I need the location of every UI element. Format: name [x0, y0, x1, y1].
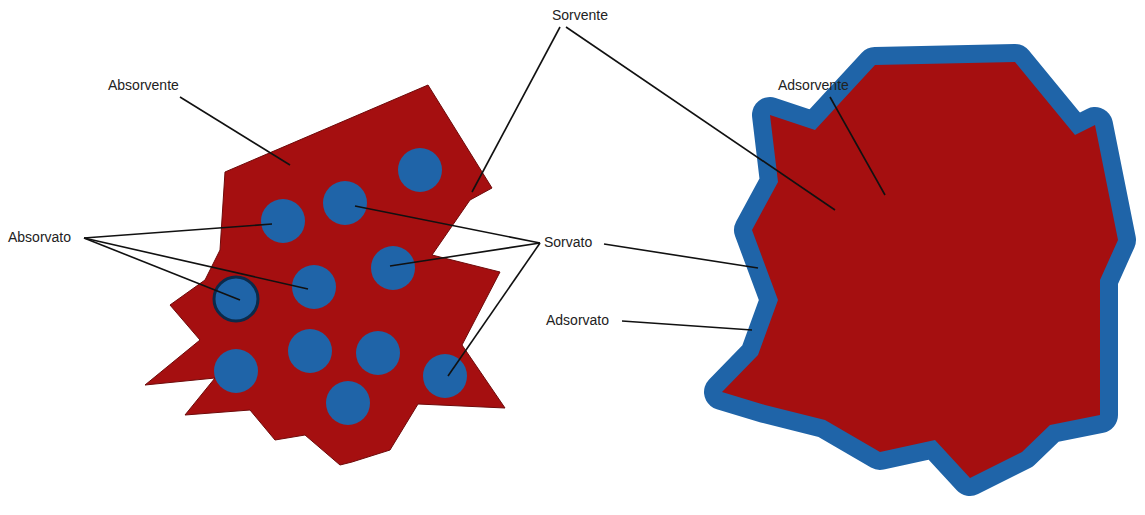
absorbate-particles [214, 148, 467, 425]
part-label: Absorvente [108, 76, 179, 94]
part-label: Absorvato [8, 228, 71, 246]
part-label: Adsorvato [546, 311, 609, 329]
part-label: Adsorvente [778, 76, 849, 94]
leader-lines [84, 27, 885, 376]
adsorbent-body [722, 62, 1118, 478]
part-label: Sorvente [552, 6, 608, 24]
adsorbate-layer [722, 62, 1118, 478]
absorbent-body [145, 85, 505, 465]
part-label: Sorvato [544, 233, 592, 251]
